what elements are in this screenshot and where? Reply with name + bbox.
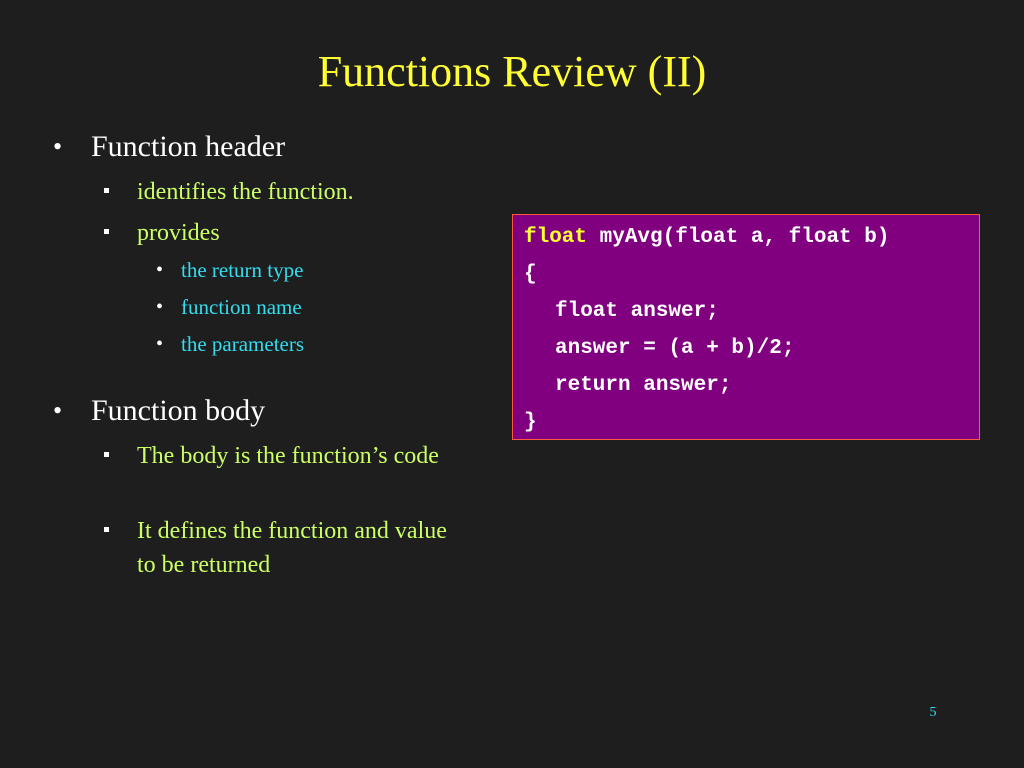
sub-sub-bullet-function-name-text: function name — [181, 295, 302, 319]
square-bullet-icon — [104, 452, 109, 457]
square-bullet-icon — [104, 229, 109, 234]
code-open-brace: { — [524, 263, 537, 286]
slide-title: Functions Review (II) — [317, 47, 707, 96]
bullet-function-header-label: Function header — [91, 130, 286, 163]
bullet-dot-icon: • — [53, 396, 63, 425]
code-keyword: float — [524, 226, 588, 249]
sub-bullet-defines-text: It defines the function and value to be … — [137, 518, 447, 578]
square-bullet-icon — [104, 527, 109, 532]
sub-bullet-body-is-code-text: The body is the function’s code — [137, 443, 439, 469]
code-signature-line: float myAvg(float a, float b) — [524, 219, 979, 256]
sub-sub-bullet-parameters-text: the parameters — [181, 332, 305, 356]
bullet-function-body-label: Function body — [91, 394, 266, 427]
bullet-dot-icon: • — [53, 132, 63, 161]
sub-sub-bullet-return-type-text: the return type — [181, 258, 304, 282]
code-close-brace: } — [524, 411, 537, 434]
square-bullet-icon — [104, 188, 109, 193]
code-line: answer = (a + b)/2; — [555, 337, 795, 360]
sub-bullet-provides-text: provides — [137, 220, 220, 246]
bullet-dot-icon: • — [156, 259, 164, 281]
code-box: float myAvg(float a, float b) { float an… — [512, 214, 980, 440]
code-signature-rest: myAvg(float a, float b) — [587, 226, 890, 249]
code-line: float answer; — [555, 300, 719, 323]
bullet-dot-icon: • — [156, 296, 164, 318]
bullet-dot-icon: • — [156, 333, 164, 355]
page-number: 5 — [929, 705, 937, 720]
sub-bullet-identifies-text: identifies the function. — [137, 179, 354, 205]
code-line: return answer; — [555, 374, 732, 397]
